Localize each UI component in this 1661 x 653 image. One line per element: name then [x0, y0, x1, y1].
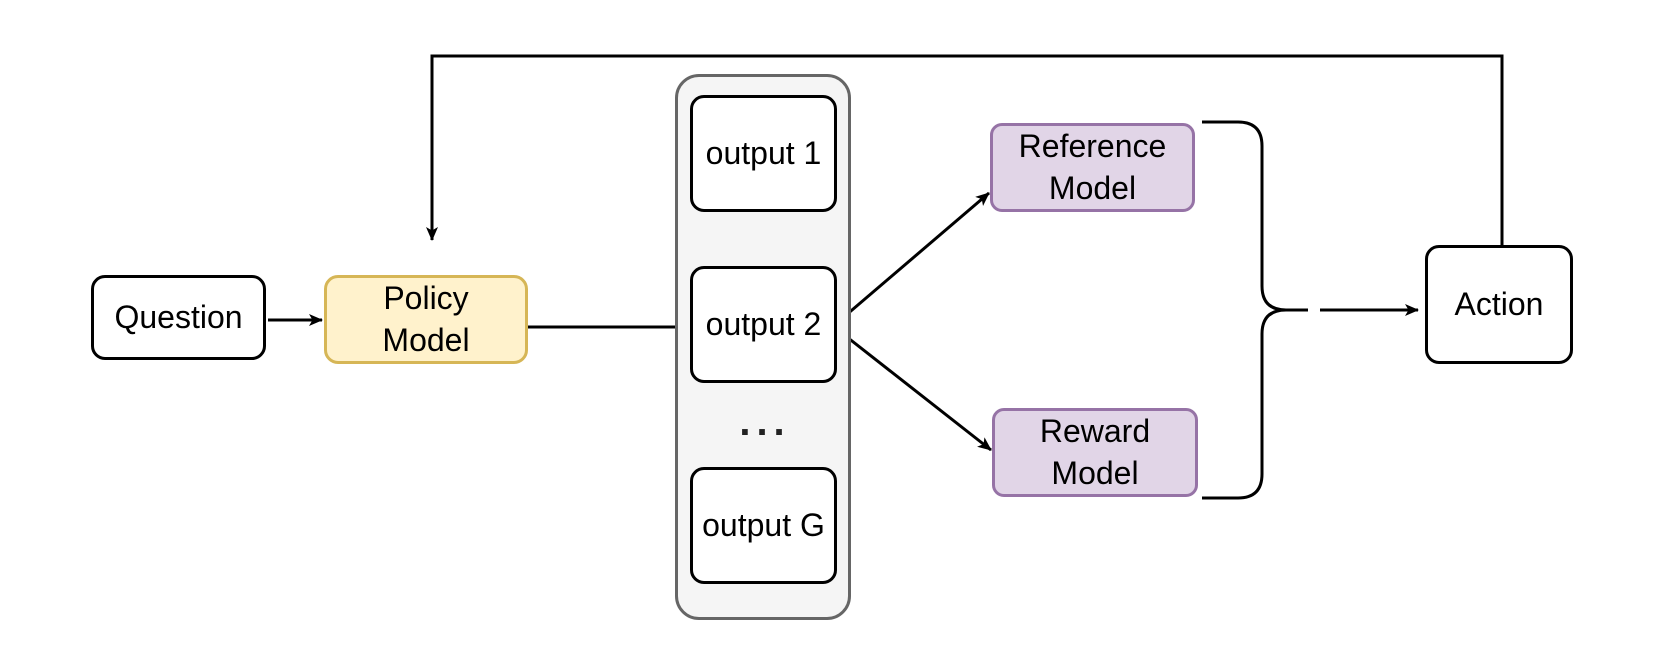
reward-model-node: Reward Model: [992, 408, 1198, 497]
policy-model-node: Policy Model: [324, 275, 528, 364]
output-g-node: output G: [690, 467, 837, 584]
edge-output2-to-reference: [837, 191, 990, 324]
brace-models: [1202, 120, 1308, 500]
output-2-node: output 2: [690, 266, 837, 383]
action-node: Action: [1425, 245, 1573, 364]
question-node: Question: [91, 275, 266, 360]
outputs-ellipsis: ...: [739, 400, 791, 444]
output-1-node: output 1: [690, 95, 837, 212]
reference-model-node: Reference Model: [990, 123, 1195, 212]
edge-action-feedback-to-policy: [426, 54, 1504, 246]
edge-output2-to-reward: [837, 328, 992, 452]
